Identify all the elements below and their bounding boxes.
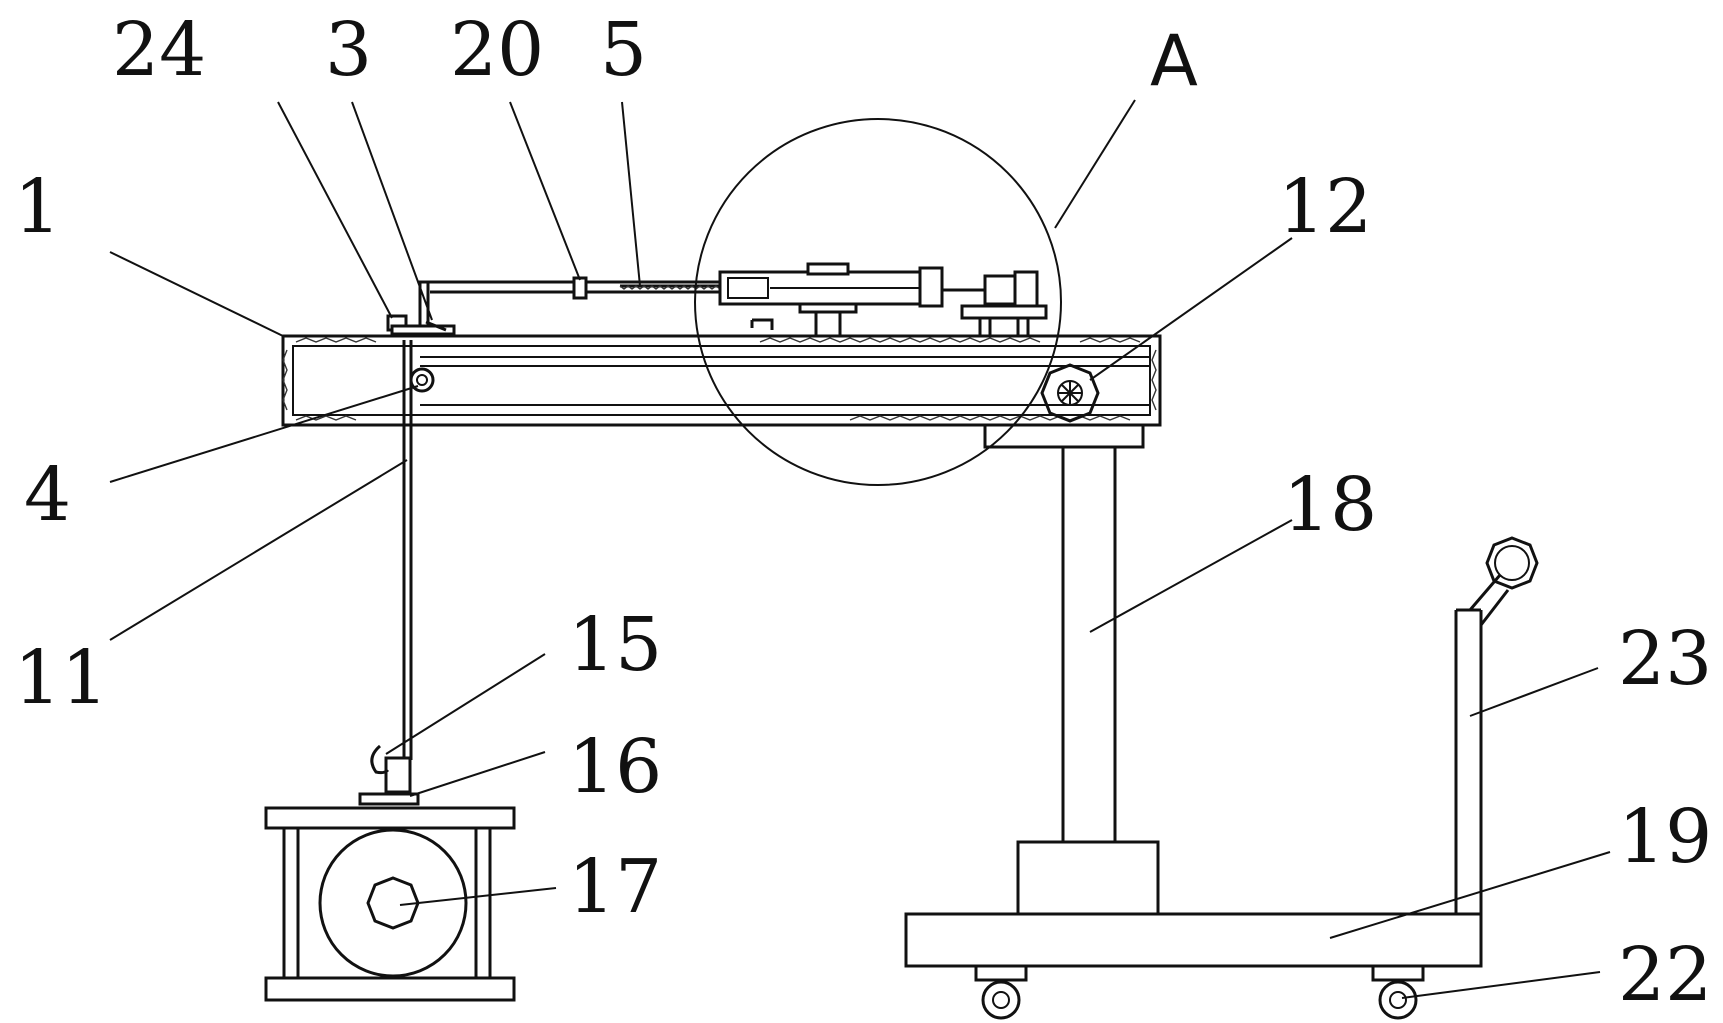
- label-4: 4: [24, 452, 71, 538]
- label-17: 17: [568, 844, 662, 930]
- label-15: 15: [568, 602, 662, 688]
- cable-reel-load: [264, 806, 516, 1002]
- label-20: 20: [450, 7, 544, 93]
- horizontal-beam: [281, 334, 1162, 427]
- label-24: 24: [112, 7, 206, 93]
- detail-circle-a: [694, 118, 1062, 486]
- label-22: 22: [1618, 932, 1712, 1018]
- label-3: 3: [325, 7, 372, 93]
- drum-12: [1040, 363, 1100, 423]
- label-18: 18: [1283, 462, 1377, 548]
- label-5: 5: [600, 7, 647, 93]
- support-frame: [904, 423, 1539, 1020]
- hanging-rod-and-hook: [358, 452, 420, 806]
- reference-numerals: 24 3 20 5 A 1 12 4 18 11 15 23 16 19 17 …: [14, 7, 1712, 1018]
- label-12: 12: [1278, 164, 1372, 250]
- label-1: 1: [14, 164, 61, 250]
- label-11: 11: [14, 635, 108, 721]
- label-a: A: [1150, 20, 1198, 102]
- left-pulley-assembly: [386, 314, 456, 452]
- top-mechanism: [418, 262, 1048, 338]
- label-16: 16: [568, 724, 662, 810]
- label-23: 23: [1618, 616, 1712, 702]
- leader-lines: [109, 99, 1611, 999]
- label-19: 19: [1618, 794, 1712, 880]
